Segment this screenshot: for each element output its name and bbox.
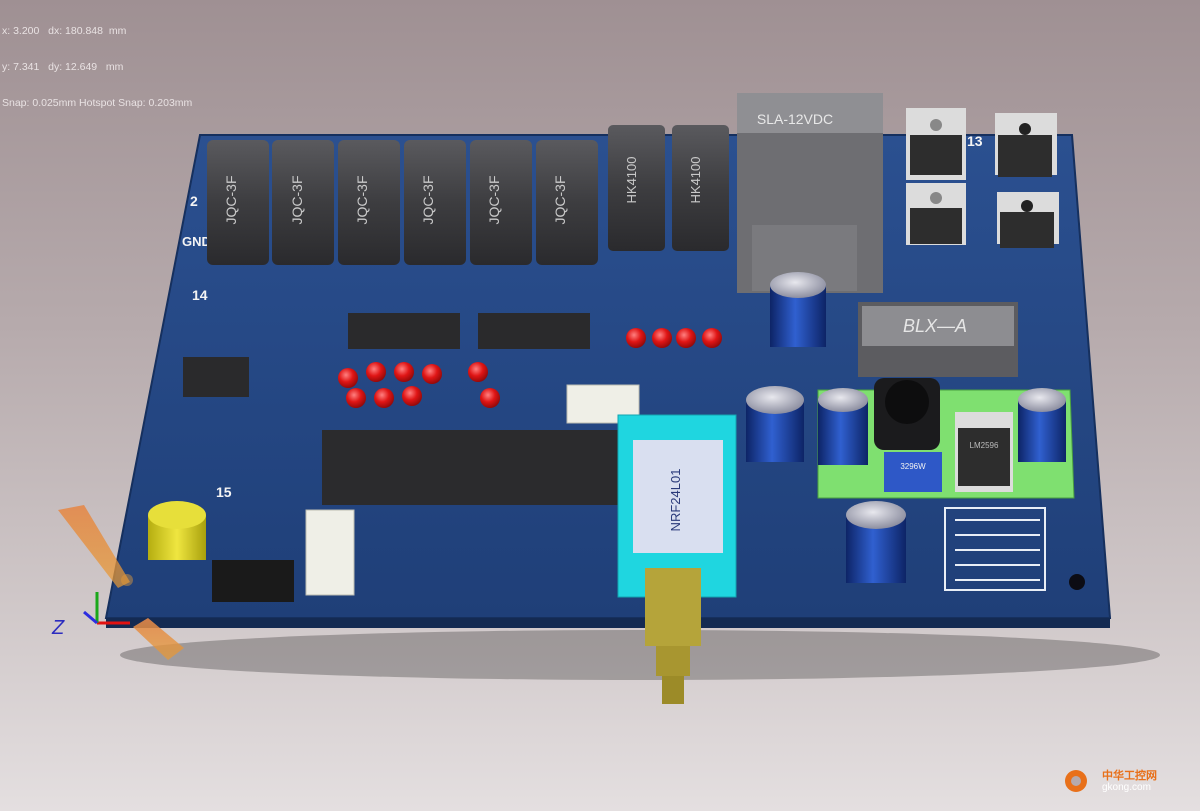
relay-1: JQC-3F: [207, 140, 269, 265]
watermark-url: gkong.com: [1102, 782, 1151, 793]
svg-text:JQC-3F: JQC-3F: [420, 176, 436, 225]
relay-4: JQC-3F: [404, 140, 466, 265]
relay-5: JQC-3F: [470, 140, 532, 265]
led: [676, 328, 696, 348]
led: [374, 388, 394, 408]
relay-2: JQC-3F: [272, 140, 334, 265]
axis-z-label: Z: [51, 617, 65, 639]
led: [422, 364, 442, 384]
silkscreen-gnd: GND: [182, 234, 211, 249]
wireless-module: NRF24L01: [617, 414, 737, 598]
svg-text:JQC-3F: JQC-3F: [552, 176, 568, 225]
snap-info-line: Snap: 0.025mm Hotspot Snap: 0.203mm: [2, 97, 193, 109]
svg-text:JQC-3F: JQC-3F: [354, 176, 370, 225]
coordinate-readout: x: 3.200 dx: 180.848 mm y: 7.341 dy: 12.…: [2, 1, 192, 121]
power-relay: SLA-12VDC: [737, 93, 883, 293]
gkong-watermark: 中华工控网 gkong.com: [1056, 761, 1186, 801]
silkscreen-14: 14: [192, 287, 208, 303]
trimmer-potentiometer: 3296W: [884, 452, 942, 492]
yellow-capacitor: [148, 501, 206, 560]
buck-regulator-ic: LM2596: [955, 412, 1013, 492]
ic-chips: [183, 313, 626, 505]
led: [338, 368, 358, 388]
led: [702, 328, 722, 348]
axis-gizmo[interactable]: Z: [51, 505, 184, 660]
led: [366, 362, 386, 382]
svg-text:SLA-12VDC: SLA-12VDC: [757, 111, 833, 127]
sma-connector: [645, 568, 701, 704]
heatsink-silkscreen: [944, 507, 1046, 591]
gear-icon: [1065, 770, 1087, 792]
voltage-regulators-top: [906, 108, 1059, 248]
svg-text:NRF24L01: NRF24L01: [668, 469, 683, 532]
svg-text:BLX—A: BLX—A: [903, 316, 967, 336]
watermark-title: 中华工控网: [1102, 770, 1157, 782]
small-relay-1: HK4100: [608, 125, 665, 251]
svg-text:HK4100: HK4100: [624, 157, 639, 204]
mounting-hole: [1069, 574, 1085, 590]
led: [652, 328, 672, 348]
small-relay-2: HK4100: [672, 125, 729, 251]
coordinate-x-line: x: 3.200 dx: 180.848 mm: [2, 25, 127, 37]
svg-text:JQC-3F: JQC-3F: [486, 176, 502, 225]
svg-text:LM2596: LM2596: [970, 441, 999, 450]
svg-text:HK4100: HK4100: [688, 157, 703, 204]
silkscreen-13: 13: [967, 133, 983, 149]
relay-6: JQC-3F: [536, 140, 598, 265]
led: [346, 388, 366, 408]
led: [394, 362, 414, 382]
relay-3: JQC-3F: [338, 140, 400, 265]
relay-row: JQC-3F JQC-3F JQC-3F JQC-3F JQC-3F JQC-3…: [207, 125, 729, 265]
board-shadow: [120, 630, 1160, 680]
transformer: BLX—A: [858, 302, 1018, 377]
silkscreen-2: 2: [190, 193, 198, 209]
led: [402, 386, 422, 406]
silkscreen-15: 15: [216, 484, 232, 500]
led: [626, 328, 646, 348]
coordinate-y-line: y: 7.341 dy: 12.649 mm: [2, 61, 124, 73]
svg-text:JQC-3F: JQC-3F: [289, 176, 305, 225]
svg-text:JQC-3F: JQC-3F: [223, 176, 239, 225]
led-array: [338, 328, 722, 408]
led: [480, 388, 500, 408]
electrolytic-capacitors: [746, 272, 1066, 583]
led: [468, 362, 488, 382]
power-inductor: [874, 378, 940, 450]
svg-text:3296W: 3296W: [900, 462, 926, 471]
pin-header: [212, 560, 294, 602]
